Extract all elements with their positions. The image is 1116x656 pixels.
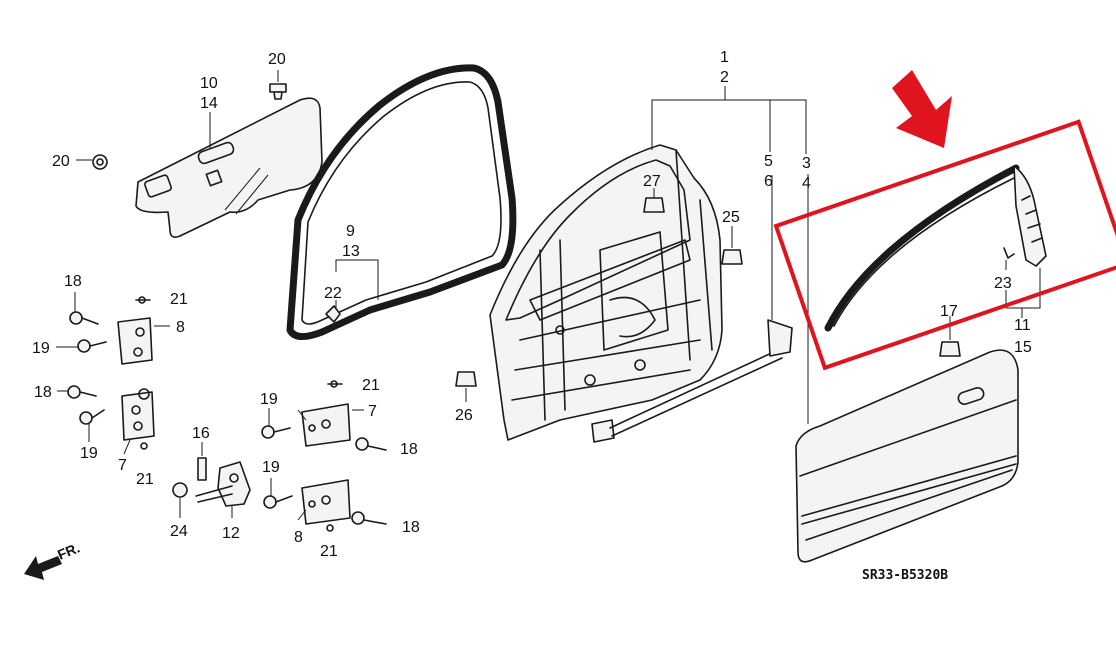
label-18-a: 18 [64,273,82,290]
label-5: 5 [764,153,773,170]
label-15: 15 [1014,339,1032,356]
bolt-part-18-d [351,511,387,525]
bolt-part-18-a [69,292,99,325]
bolt-part-18-b [57,385,97,399]
label-20-left: 20 [52,153,70,170]
label-16: 16 [192,425,210,442]
label-19-b: 19 [80,445,98,462]
window-molding-part-11-15 [824,164,1047,332]
bolt-part-19-a [56,339,107,353]
label-8-lower: 8 [294,529,303,546]
label-2: 2 [720,69,729,86]
label-19-a: 19 [32,340,50,357]
label-26: 26 [455,407,473,424]
hinge-part-7-left [121,388,155,441]
grommet-part-17 [939,316,961,357]
grommet-part-27 [643,188,665,213]
label-18-b: 18 [34,384,52,401]
grommet-part-26 [455,371,477,387]
highlight-box [773,119,1116,371]
door-checker-part-12 [195,461,251,507]
label-22: 22 [324,285,342,302]
bolt-part-20-left [76,154,108,170]
bolt-part-20-top [269,70,287,100]
front-direction-arrow: FR. [24,539,82,580]
bolt-part-19-d [263,478,293,509]
inner-panel-part-10-14 [135,97,323,238]
label-19-d: 19 [262,459,280,476]
clip-part-22 [325,305,341,323]
hinge-part-8-upper [117,317,170,365]
label-18-d: 18 [402,519,420,536]
door-impact-bar [591,175,793,443]
highlight-arrow [892,70,952,148]
label-23: 23 [994,275,1012,292]
label-17: 17 [940,303,958,320]
bolt-part-19-b [79,409,105,442]
label-27: 27 [643,173,661,190]
grommet-part-25 [721,249,743,265]
weatherstrip-part-9-13 [286,64,517,340]
label-4: 4 [802,175,811,192]
label-10: 10 [200,75,218,92]
label-21-b: 21 [362,377,380,394]
label-9: 9 [346,223,355,240]
hinge-part-7-right [301,403,364,447]
washer-part-21-c [140,442,148,450]
washer-part-21-b [327,380,343,388]
label-8-upper: 8 [176,319,185,336]
part-labels: 1 2 5 6 3 4 20 10 14 20 9 13 22 27 25 26… [32,49,1032,560]
washer-part-21-a [135,296,151,304]
bolt-part-24 [172,482,188,518]
pin-part-16 [197,442,207,481]
leader-lines [123,86,1041,521]
label-20-top: 20 [268,51,286,68]
label-21-c: 21 [136,471,154,488]
label-7-left: 7 [118,457,127,474]
door-skin-part-3-4 [795,174,1019,563]
label-6: 6 [764,173,773,190]
washer-part-21-d [326,524,334,532]
fr-label: FR. [55,539,82,562]
label-12: 12 [222,525,240,542]
hinge-part-8-lower [301,479,351,525]
label-11: 11 [1014,317,1031,334]
bolt-part-18-c [355,437,387,451]
label-1: 1 [720,49,729,66]
bolt-part-19-c [261,408,291,439]
label-21-a: 21 [170,291,188,308]
label-21-d: 21 [320,543,338,560]
label-18-c: 18 [400,441,418,458]
label-13: 13 [342,243,360,260]
label-7-right: 7 [368,403,377,420]
diagram-code: SR33-B5320B [862,568,948,583]
door-frame-part-1-2 [489,144,723,441]
label-19-c: 19 [260,391,278,408]
label-3: 3 [802,155,811,172]
label-24: 24 [170,523,188,540]
clip-part-23 [1003,247,1015,270]
label-14: 14 [200,95,218,112]
label-25: 25 [722,209,740,226]
